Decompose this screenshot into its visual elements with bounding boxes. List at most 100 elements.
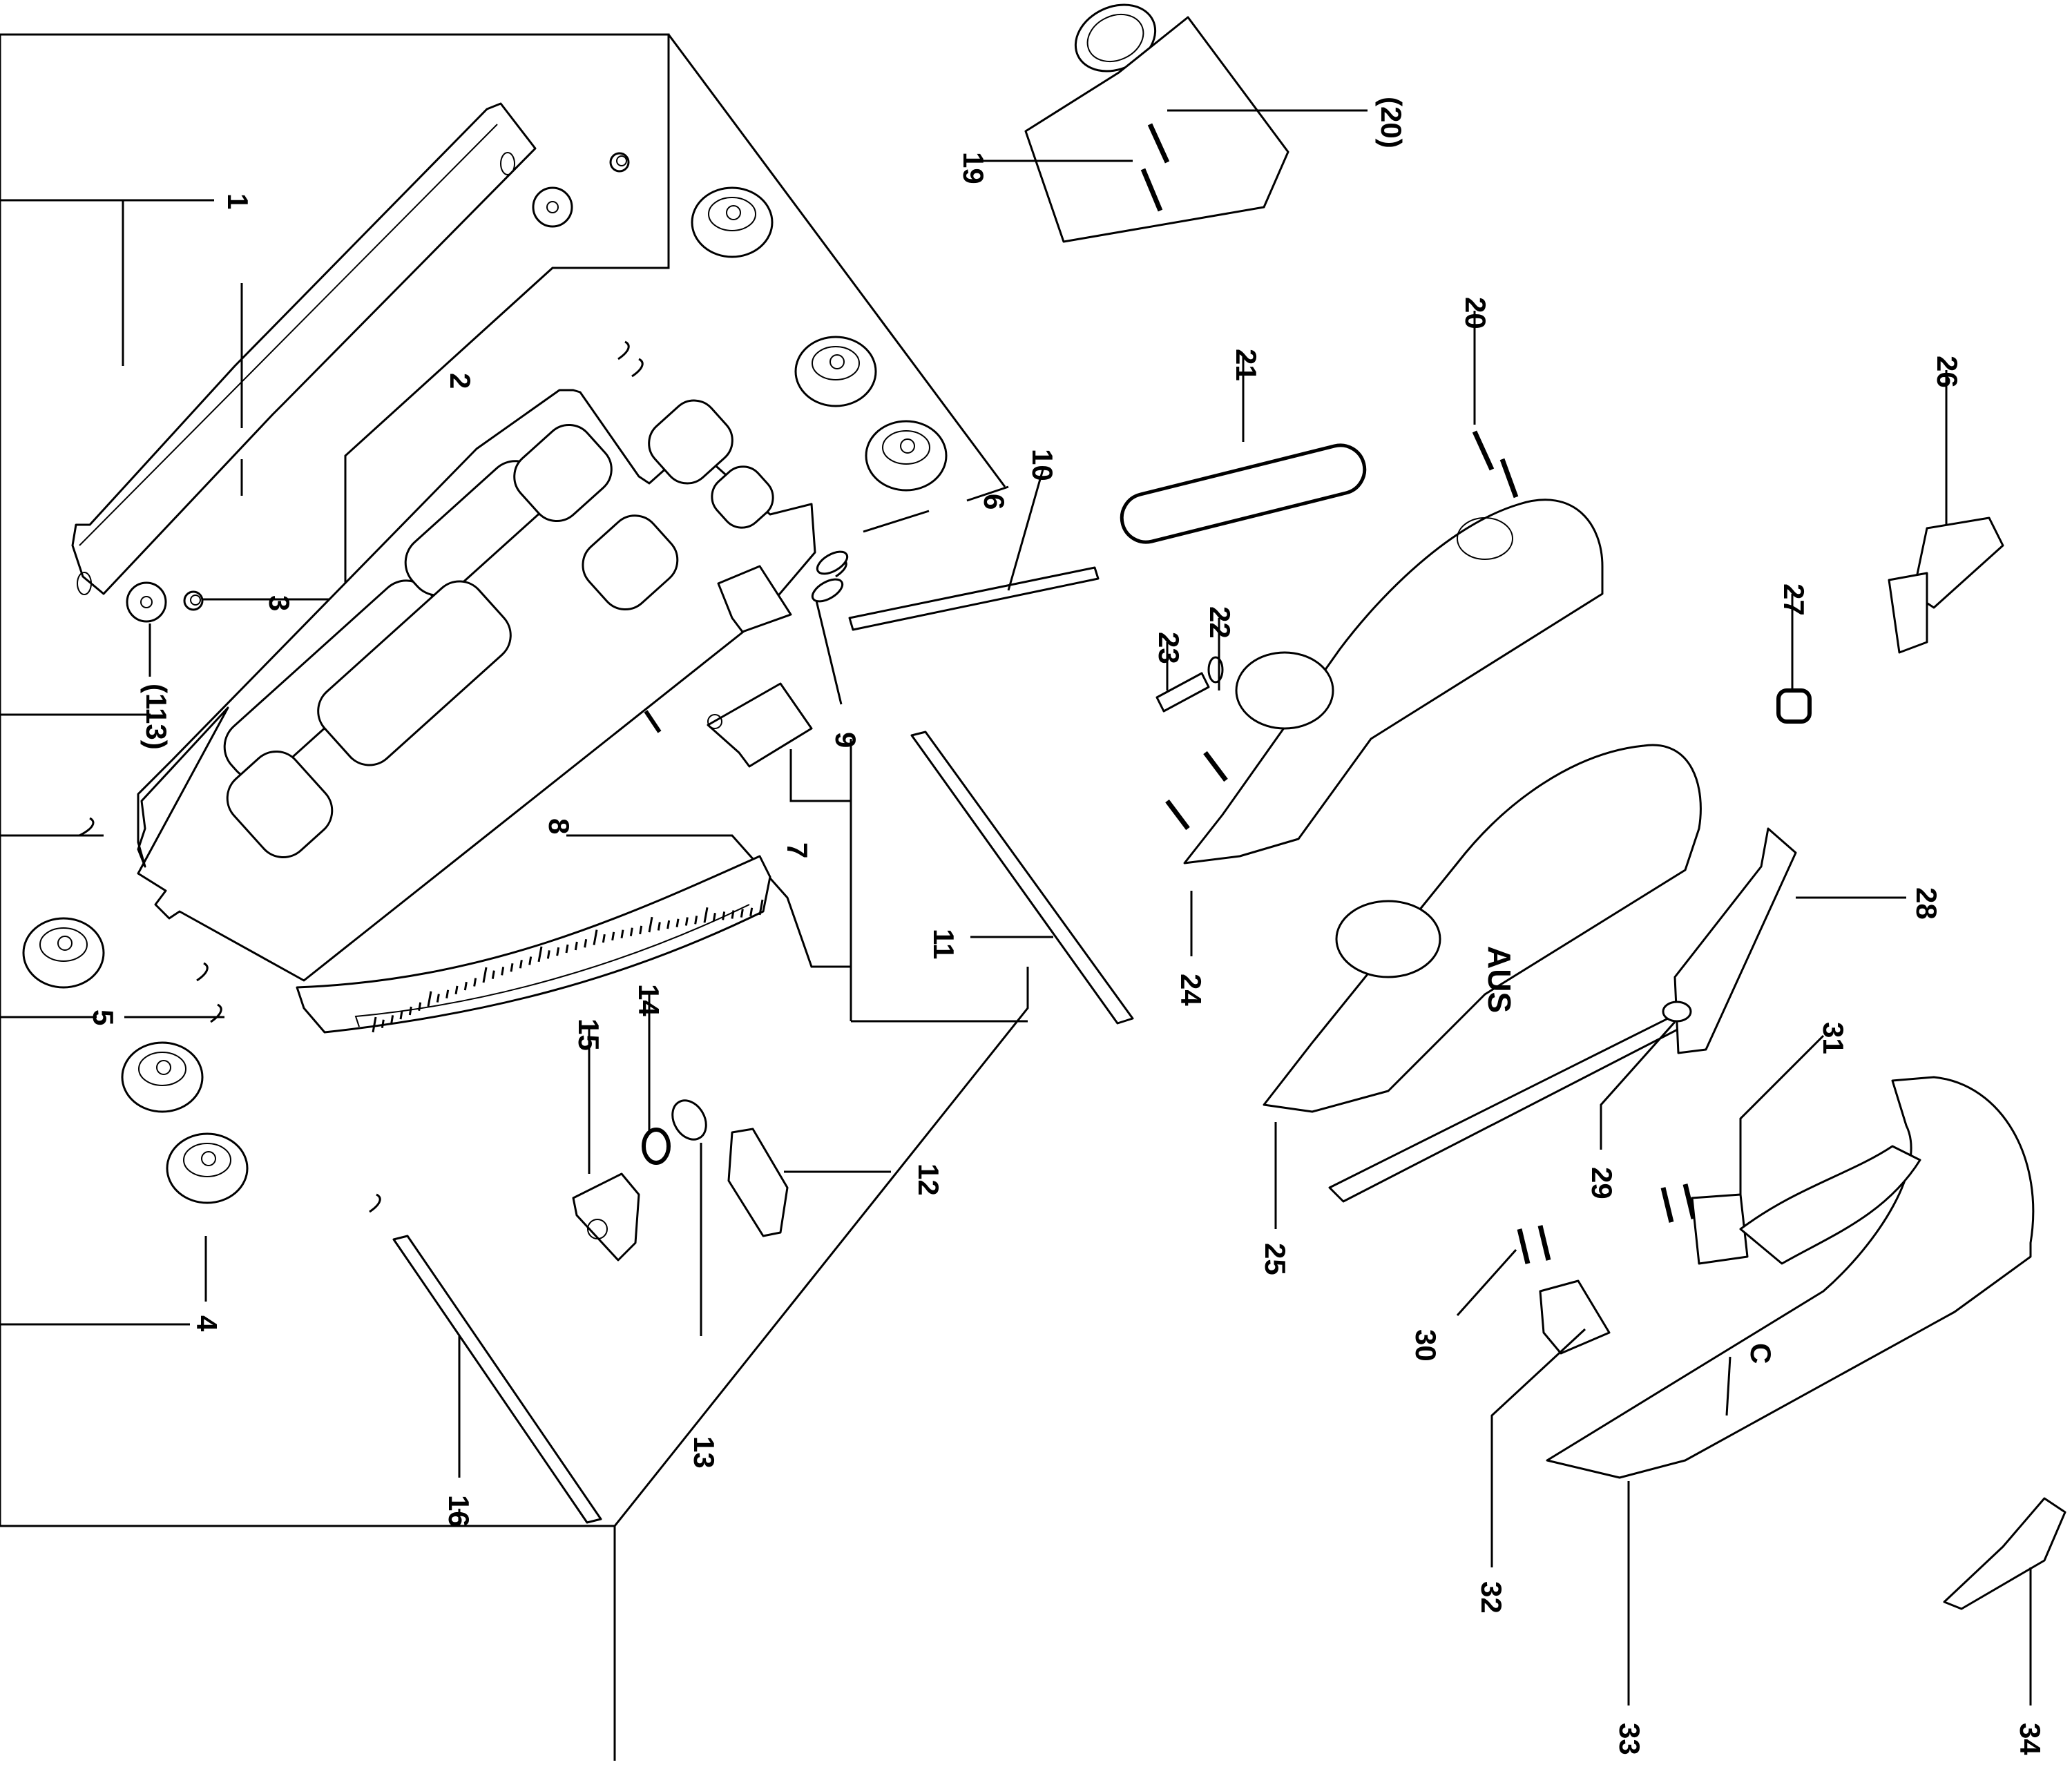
part-label-5: 5 (87, 1009, 119, 1025)
screw-3 (183, 590, 204, 611)
protractor-tick (519, 960, 523, 969)
part-4-rollers (22, 186, 948, 1204)
protractor-tick (602, 934, 606, 943)
protractor-tick (648, 916, 653, 933)
part-label-11: 11 (928, 929, 960, 959)
protractor-tick (584, 938, 588, 948)
protractor-tick (740, 909, 744, 918)
part-label-1: 1 (222, 193, 254, 209)
part-20-screws-nozzle (1140, 123, 1170, 212)
part-label-25: 25 (1259, 1243, 1292, 1275)
part-label-31: 31 (1817, 1022, 1850, 1054)
protractor-tick (546, 950, 550, 959)
protractor-tick (703, 907, 709, 923)
part-22-washer (1207, 656, 1224, 684)
roller (22, 917, 105, 989)
part-label-10: 10 (1026, 449, 1059, 481)
part-label-16: 16 (443, 1495, 475, 1527)
protractor-tick (620, 929, 624, 938)
protractor-scale (296, 855, 771, 1034)
part-label-13: 13 (688, 1436, 720, 1469)
part-label-113: (113) (140, 684, 173, 750)
protractor-tick (758, 899, 764, 916)
part-label-33: 33 (1613, 1723, 1646, 1755)
screw-upper (609, 152, 630, 173)
part-label-6: 6 (978, 494, 1010, 510)
protractor-tick (666, 920, 671, 929)
protractor-tick (593, 929, 598, 945)
part-19-dust-nozzle (1024, 3, 1289, 243)
part-11-rod (910, 731, 1134, 1025)
protractor-tick (408, 1006, 412, 1016)
part-label-22: 22 (1204, 606, 1236, 639)
protractor-tick (611, 931, 615, 941)
part-label-23: 23 (1153, 632, 1185, 664)
roller (166, 1132, 249, 1204)
part-31-bracket (1691, 1193, 1749, 1265)
part-16-rod (392, 1235, 602, 1524)
protractor-tick (463, 981, 468, 991)
protractor-tick (510, 963, 514, 972)
part-label-19: 19 (957, 152, 990, 184)
protractor-tick (684, 917, 689, 926)
part-label-4: 4 (191, 1315, 223, 1332)
protractor-ticks (372, 899, 764, 1033)
part-25-guard-plate: AUS (1263, 744, 1702, 1203)
part-13-washer (671, 1099, 707, 1141)
part-label-32: 32 (1475, 1581, 1508, 1614)
part-label-29: 29 (1586, 1167, 1618, 1199)
roller (794, 336, 877, 407)
protractor-tick (537, 946, 543, 963)
part-24-guard-plate (1183, 499, 1604, 864)
protractor-tick (528, 956, 533, 965)
part-9-ring (811, 578, 844, 603)
protractor-tick (372, 1016, 377, 1033)
washer-113 (126, 581, 167, 623)
part-6-ring (816, 550, 849, 575)
part-label-34: 34 (2014, 1723, 2046, 1755)
part-label-20: 20 (1459, 297, 1492, 329)
part-label-14: 14 (633, 984, 665, 1016)
roller (691, 186, 774, 258)
protractor-tick (556, 947, 560, 956)
protractor-tick (712, 913, 716, 922)
protractor-tick (390, 1015, 394, 1024)
protractor-tick (574, 941, 578, 951)
protractor-tick (501, 967, 505, 976)
part-26-switch-lever (1888, 516, 2004, 654)
part-20-screws (1472, 430, 1519, 499)
part-label-28: 28 (1910, 887, 1943, 920)
protractor-tick (445, 989, 450, 998)
protractor-tick (454, 985, 459, 995)
protractor-tick (731, 910, 735, 919)
detail-marker-c: C (1745, 1343, 1777, 1364)
part-34-guard-tip (1943, 1497, 2066, 1610)
part-label-27: 27 (1778, 583, 1810, 616)
part-label-12: 12 (912, 1163, 945, 1196)
group-bracket-lines (0, 33, 1029, 1761)
protractor-tick (399, 1010, 403, 1020)
part-24-screws (1165, 751, 1228, 831)
part-28-arm (1673, 827, 1797, 1054)
protractor-tick (482, 967, 488, 983)
part-33-guard-housing: C (1546, 1076, 2035, 1479)
protractor-tick (436, 994, 440, 1003)
part-bent-clip (717, 565, 792, 633)
part-label-24: 24 (1175, 974, 1207, 1006)
protractor-tick (629, 927, 633, 936)
protractor-tick (565, 944, 569, 954)
protractor-tick (381, 1019, 385, 1028)
protractor-tick (427, 991, 432, 1007)
part-label-30: 30 (1410, 1329, 1442, 1362)
part-7-clip (707, 682, 813, 768)
part-12-slider (727, 1128, 789, 1237)
part-label-15: 15 (573, 1018, 605, 1051)
part-label-8: 8 (543, 818, 575, 834)
part-label-20p: (20) (1375, 97, 1408, 148)
washer-upper (532, 186, 573, 228)
part-label-21: 21 (1230, 349, 1263, 381)
roller (865, 420, 948, 492)
part-27-spring (1776, 688, 1812, 724)
protractor-tick (694, 916, 698, 925)
